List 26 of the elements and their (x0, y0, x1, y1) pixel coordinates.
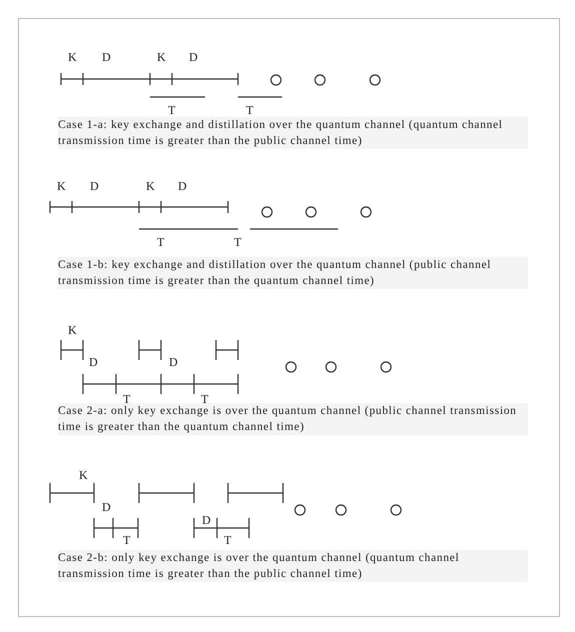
case-caption: Case 1-a: key exchange and distillation over the quantum channel (quantum channel transmission time is greater than the public channel time) (58, 117, 528, 149)
interval-label: D (102, 51, 111, 64)
interval-label: T (123, 393, 130, 406)
interval-label: K (68, 51, 77, 64)
case-caption: Case 1-b: key exchange and distillation over the quantum channel (public channel transmission time is greater than the quantum channel time) (58, 257, 528, 289)
interval-label: K (68, 324, 77, 337)
interval-label: K (157, 51, 166, 64)
interval-label: D (90, 180, 99, 193)
interval-label: K (57, 180, 66, 193)
interval-label: K (146, 180, 155, 193)
interval-label: T (157, 236, 164, 249)
interval-label: D (89, 356, 98, 369)
interval-label: T (123, 534, 130, 547)
interval-label: D (189, 51, 198, 64)
case-caption: Case 2-a: only key exchange is over the quantum channel (public channel transmission time is greater than the quantum channel time) (58, 403, 528, 435)
interval-label: T (168, 104, 176, 117)
interval-label: T (234, 236, 242, 249)
interval-label: T (201, 393, 208, 406)
interval-label: T (224, 534, 232, 547)
interval-label: K (79, 469, 88, 482)
interval-label: T (246, 104, 254, 117)
interval-label: D (169, 356, 178, 369)
interval-label: D (178, 180, 187, 193)
interval-label: D (202, 514, 211, 527)
interval-label: D (102, 501, 111, 514)
case-caption: Case 2-b: only key exchange is over the quantum channel (quantum channel transmission time is greater than the public channel time) (58, 550, 528, 582)
